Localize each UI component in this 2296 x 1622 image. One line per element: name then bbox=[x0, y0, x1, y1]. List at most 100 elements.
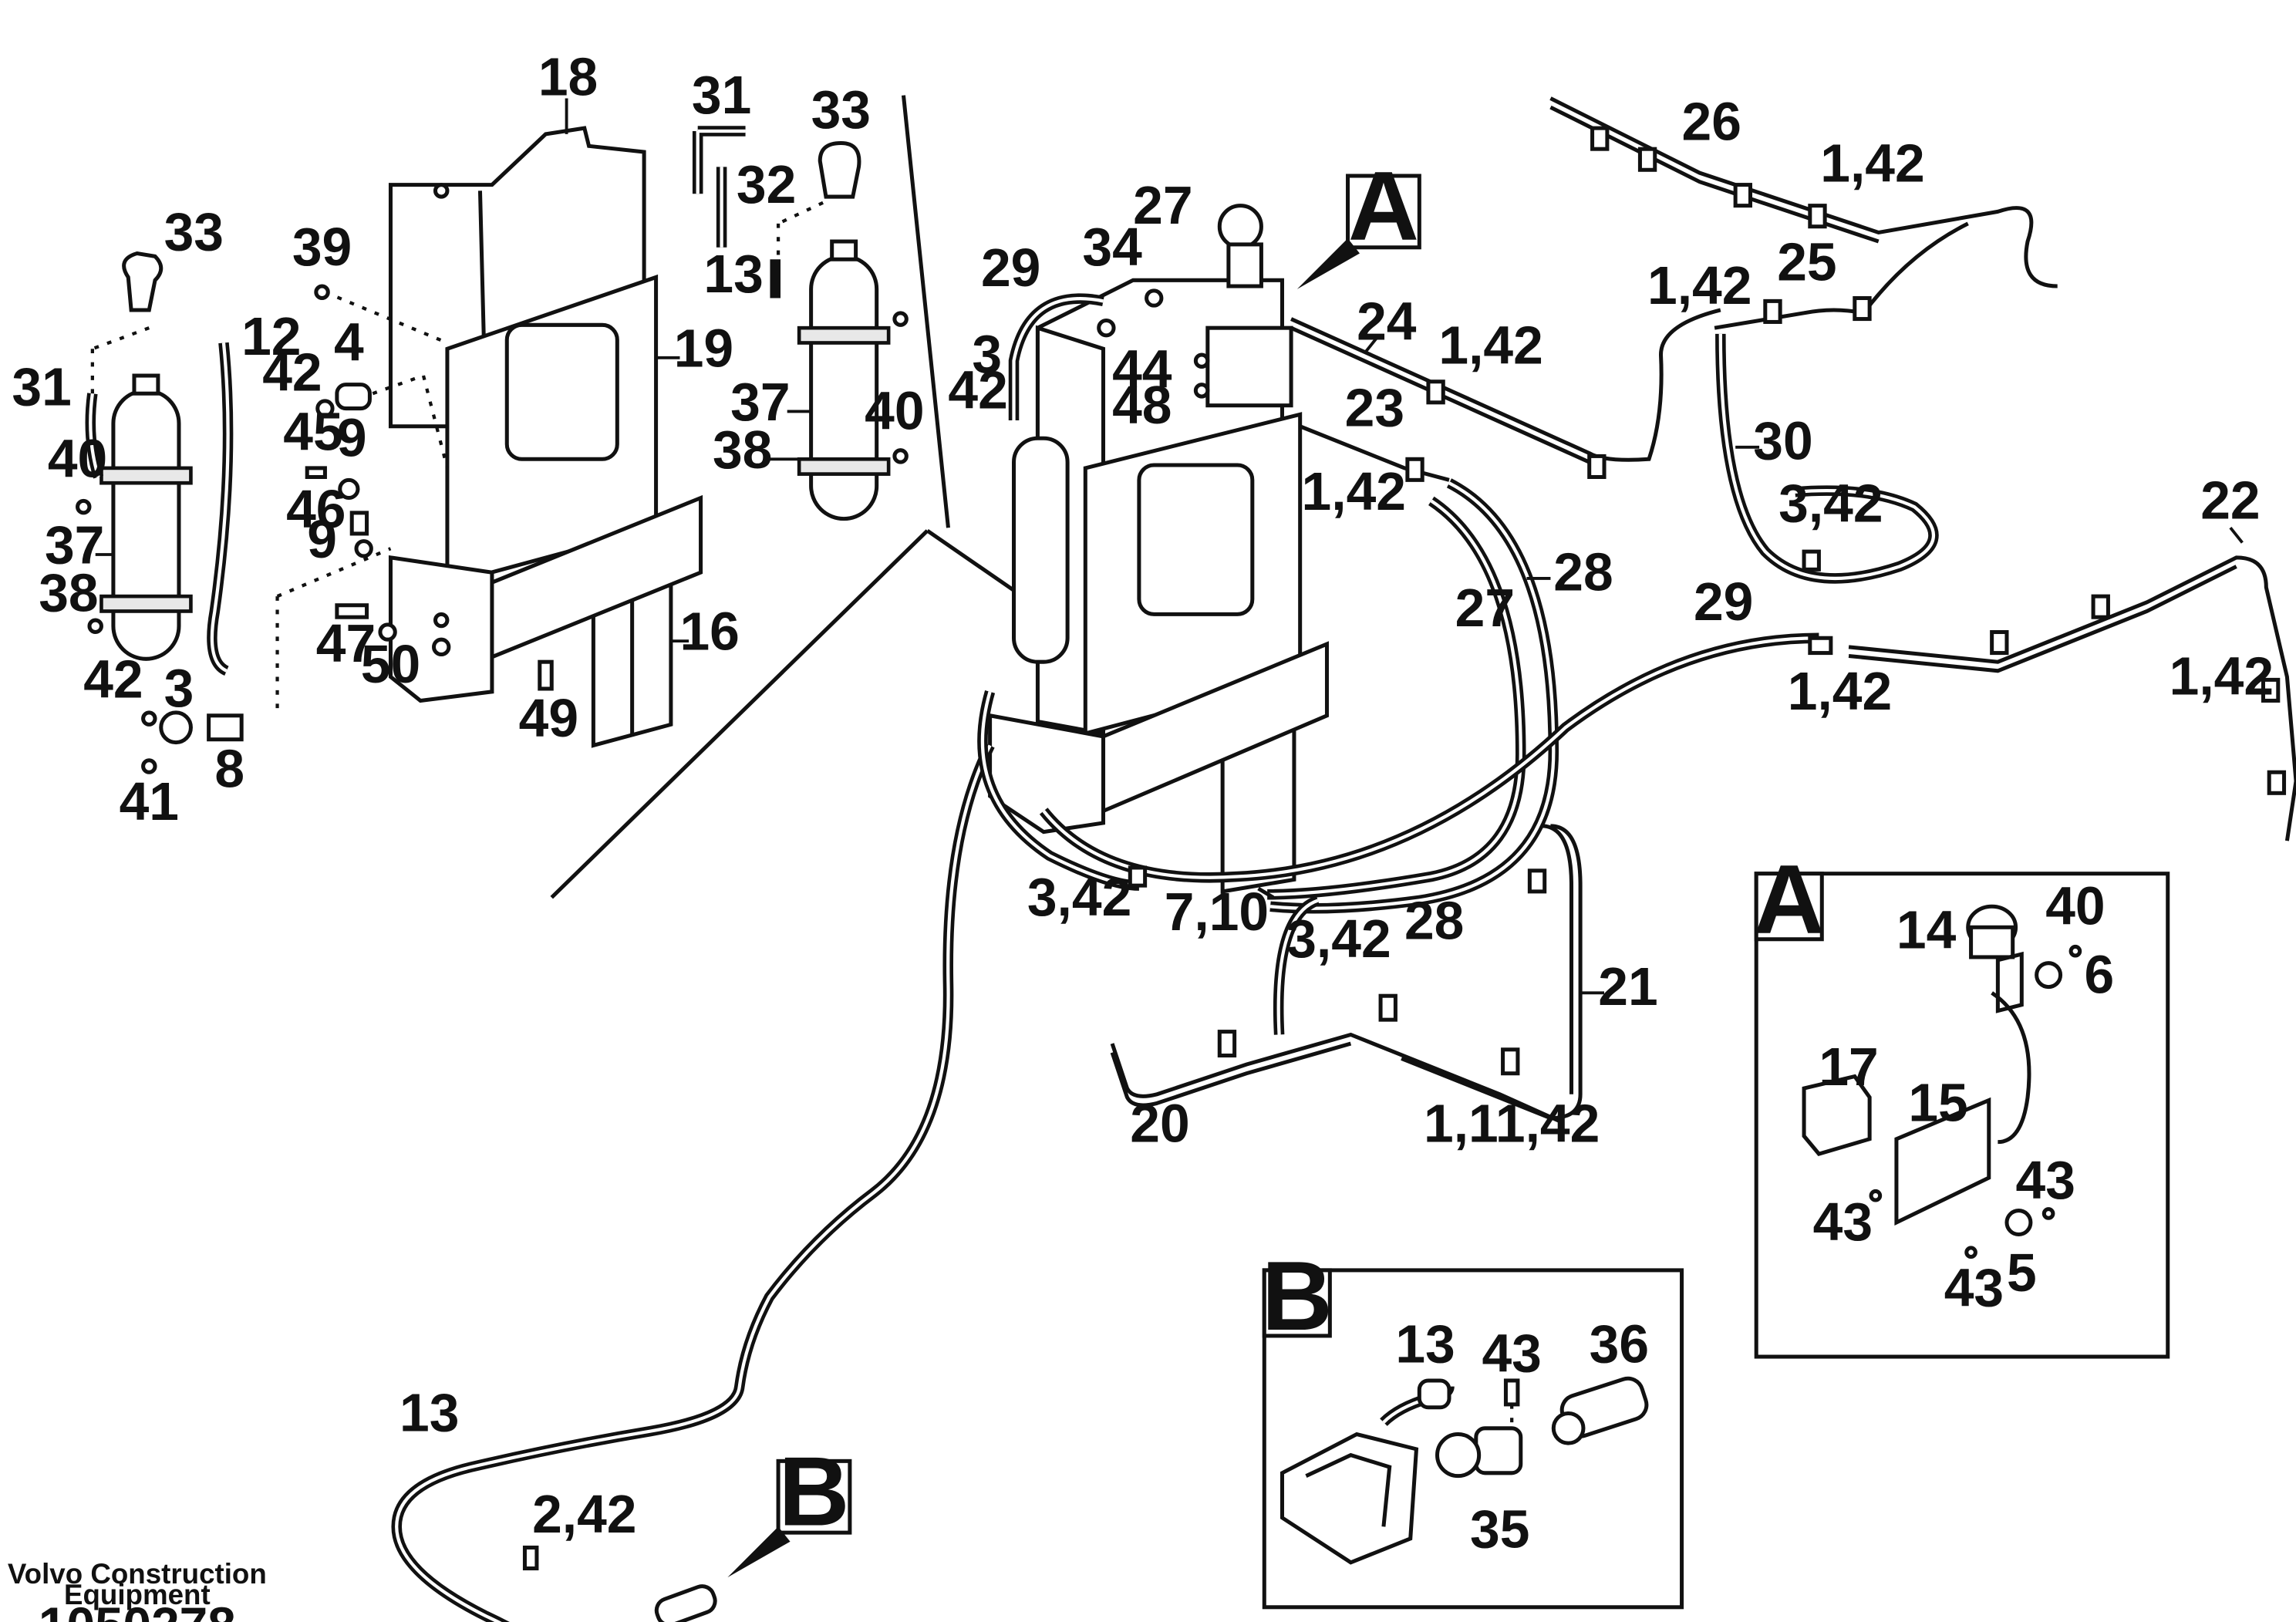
callout-28-bottom: 28 bbox=[1404, 891, 1464, 951]
clamp-24-1 bbox=[1426, 379, 1445, 405]
callout-32: 32 bbox=[737, 154, 796, 214]
box-hole bbox=[433, 183, 450, 199]
extinguisher-cylinder-middle bbox=[692, 126, 909, 521]
bolt-46 bbox=[349, 511, 369, 536]
foot-hole-2 bbox=[433, 612, 450, 629]
bolt-47 bbox=[335, 603, 369, 619]
callout-16: 16 bbox=[679, 602, 739, 662]
detail-a-callout-5: 5 bbox=[2007, 1243, 2037, 1303]
callout-37-middle: 37 bbox=[730, 372, 790, 432]
bracket-foot bbox=[388, 555, 494, 703]
pipe-22 bbox=[1848, 555, 2296, 841]
callout-48: 48 bbox=[1112, 375, 1172, 435]
dashed-leader-39 bbox=[324, 290, 448, 345]
view-flag-a: A bbox=[1296, 152, 1421, 289]
valve-33-middle bbox=[818, 140, 861, 199]
clamp-342-a bbox=[1128, 865, 1148, 888]
callout-40-left: 40 bbox=[48, 428, 107, 488]
callout-47: 47 bbox=[316, 613, 376, 673]
detail-b-letter-box bbox=[1262, 1268, 1332, 1338]
screw-39 bbox=[314, 284, 330, 301]
callout-3-left: 3 bbox=[164, 658, 194, 718]
view-flag-b: B bbox=[727, 1437, 852, 1578]
clamp-20-2 bbox=[1378, 993, 1397, 1022]
detail-b-callout-13: 13 bbox=[1395, 1314, 1455, 1374]
fitting-34 bbox=[1145, 288, 1164, 308]
detail-a-callout-6: 6 bbox=[2084, 944, 2114, 1004]
hose-31-middle-inner bbox=[696, 129, 746, 194]
view-flag-b-letter: B bbox=[778, 1437, 849, 1546]
detail-b-panel: B bbox=[1262, 1242, 1684, 1610]
callout-24: 24 bbox=[1357, 292, 1417, 352]
detail-b-elbow bbox=[1417, 1378, 1451, 1410]
nut-41 bbox=[141, 758, 157, 774]
view-flag-a-arrow bbox=[1296, 238, 1360, 289]
callout-31-left: 31 bbox=[12, 357, 71, 417]
callout-1-42-b: 1,42 bbox=[1302, 461, 1406, 521]
screw-40-a bbox=[2068, 944, 2082, 958]
clamp-24-2 bbox=[1587, 454, 1607, 479]
band-upper-left bbox=[99, 466, 193, 485]
beacon-27 bbox=[1217, 204, 1263, 250]
callout-46: 46 bbox=[286, 479, 346, 539]
footer-brand-line-2: Equipment bbox=[64, 1579, 211, 1610]
detail-b-mount bbox=[1279, 1431, 1419, 1565]
footer: Volvo Construction Equipment 1050278 bbox=[8, 1558, 267, 1622]
callout-21: 21 bbox=[1598, 956, 1657, 1017]
detail-a-letter: A bbox=[1754, 845, 1825, 955]
hose-30-inner bbox=[1718, 333, 1936, 580]
clamp-21 bbox=[1527, 868, 1547, 894]
pipe-710 bbox=[1257, 886, 1275, 899]
callout-30: 30 bbox=[1753, 410, 1812, 470]
callout-33-top: 33 bbox=[811, 79, 871, 140]
callout-1-42-d: 1,42 bbox=[1647, 255, 1752, 315]
clamp-3a bbox=[159, 710, 193, 745]
callout-labels: 18 31 33 32 13 37 38 40 33 12 31 40 37 3… bbox=[12, 47, 2274, 1560]
clamp-22-2 bbox=[2091, 594, 2110, 619]
callout-25: 25 bbox=[1777, 231, 1836, 292]
beacon-27-base bbox=[1226, 242, 1263, 288]
callout-37-left: 37 bbox=[45, 515, 104, 575]
screw-43-b bbox=[2041, 1207, 2055, 1220]
callout-42-left: 42 bbox=[262, 342, 322, 402]
callout-19: 19 bbox=[674, 318, 733, 378]
pipe-21-b bbox=[1541, 824, 1574, 1094]
callout-38-middle: 38 bbox=[713, 420, 772, 480]
callout-2-42: 2,42 bbox=[532, 1484, 636, 1544]
clamp-20-3 bbox=[1501, 1047, 1520, 1076]
callout-26: 26 bbox=[1682, 92, 1741, 152]
callout-9-upper: 9 bbox=[337, 407, 367, 467]
detail-a-callout-43-bottom: 43 bbox=[1944, 1257, 2004, 1317]
callout-1-11-42: 1,11,42 bbox=[1424, 1094, 1600, 1154]
cylinder-37-left-neck bbox=[132, 373, 160, 396]
view-flag-a-letter: A bbox=[1348, 152, 1419, 261]
detail-b-valve-cap bbox=[1435, 1432, 1482, 1479]
washer-50 bbox=[378, 622, 397, 642]
extinguisher-cylinder-left bbox=[76, 251, 234, 676]
pipe-26 bbox=[1549, 96, 2058, 288]
clamp-142-e bbox=[1808, 636, 1833, 656]
detail-b-callout-35: 35 bbox=[1470, 1499, 1529, 1559]
screw-40-left bbox=[76, 498, 92, 515]
hose-13-long-inner bbox=[395, 744, 992, 1622]
divider-line-1 bbox=[901, 95, 950, 528]
clamp-4 bbox=[335, 383, 372, 411]
callout-40-middle: 40 bbox=[865, 381, 924, 441]
dashed-leader-4b bbox=[421, 375, 449, 469]
lead-22 bbox=[2229, 527, 2244, 544]
clamp-22-1 bbox=[1990, 630, 2009, 656]
pipe-20-b bbox=[1110, 1041, 1352, 1108]
pipe-23 bbox=[1299, 424, 1450, 482]
unit-15 bbox=[1894, 1097, 1991, 1226]
screw-38-left bbox=[87, 618, 103, 635]
fitting-44 bbox=[1097, 318, 1116, 338]
screw-middle-top bbox=[892, 311, 909, 327]
clamp-26-4 bbox=[1808, 204, 1827, 229]
callout-3-42-c: 3,42 bbox=[1778, 473, 1883, 533]
leader-lines bbox=[95, 98, 2244, 995]
detail-a-letter-box bbox=[1754, 872, 1824, 942]
cylinder-main bbox=[1012, 436, 1070, 664]
callout-1-42-a: 1,42 bbox=[1438, 315, 1542, 376]
foot-hole bbox=[432, 637, 451, 657]
